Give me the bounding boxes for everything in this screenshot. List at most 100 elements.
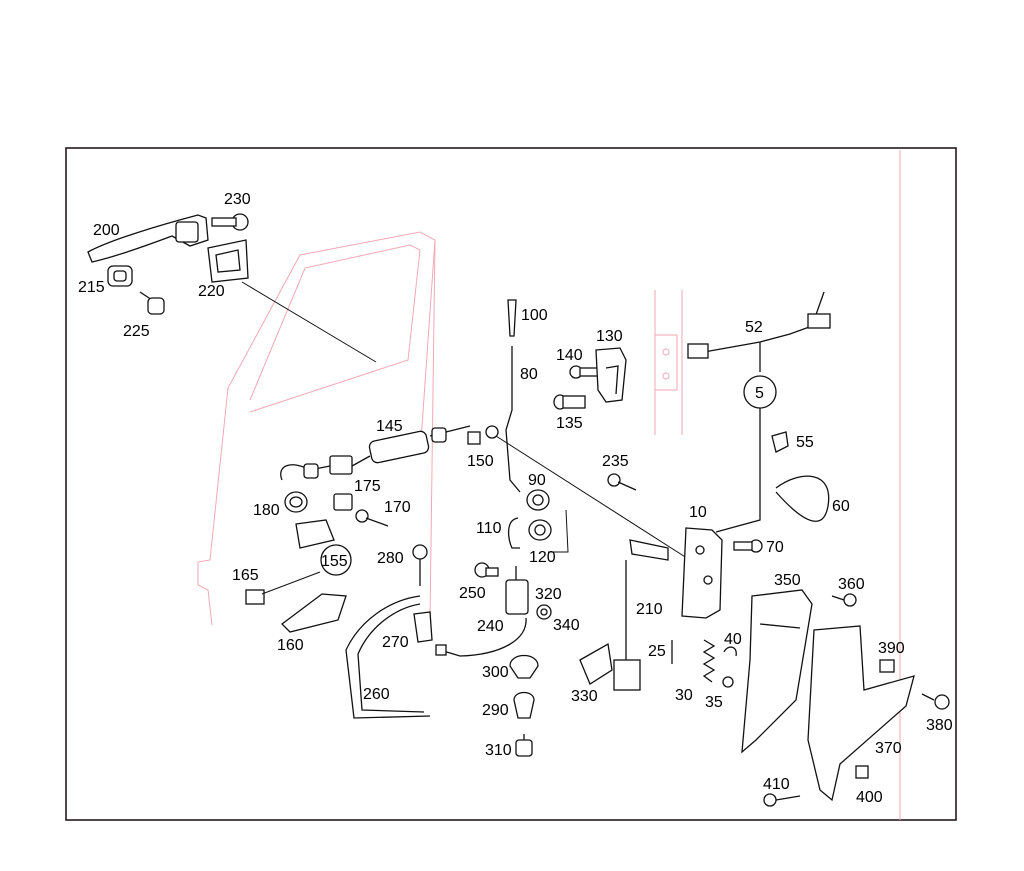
part-35 [722, 676, 734, 688]
label-270: 270 [382, 634, 409, 651]
label-25: 25 [648, 643, 666, 660]
strap-260 [345, 595, 431, 719]
label-70: 70 [766, 539, 784, 556]
grommet-290 [513, 691, 535, 719]
clip-270 [413, 611, 433, 643]
label-55: 55 [796, 434, 814, 451]
part-40 [723, 646, 737, 657]
label-380: 380 [926, 717, 953, 734]
label-400: 400 [856, 789, 883, 806]
washer-340 [536, 604, 552, 620]
callout-155 [320, 544, 352, 576]
label-235: 235 [602, 453, 629, 470]
bushing-120 [528, 519, 552, 541]
bushing-90 [526, 489, 550, 511]
cable-210 [613, 560, 641, 691]
wiring-harness-52 [687, 291, 831, 533]
nut-400 [855, 765, 869, 779]
label-280: 280 [377, 550, 404, 567]
label-90: 90 [528, 472, 546, 489]
label-130: 130 [596, 328, 623, 345]
label-100: 100 [521, 307, 548, 324]
clip-165 [245, 589, 265, 605]
grommet-300 [509, 654, 539, 679]
label-210: 210 [636, 601, 663, 618]
nut-390 [879, 659, 895, 673]
end-fitting-150 [467, 425, 499, 445]
rod-guide-line [548, 509, 569, 553]
label-360: 360 [838, 576, 865, 593]
spring-30 [702, 639, 716, 683]
button-100 [507, 299, 517, 337]
actuator-320 [505, 566, 529, 615]
handle-160 [281, 593, 347, 633]
plug-310 [515, 734, 533, 757]
label-40: 40 [724, 631, 742, 648]
wire-240 [435, 617, 527, 657]
label-35: 35 [705, 694, 723, 711]
pad-215 [107, 265, 133, 287]
label-230: 230 [224, 191, 251, 208]
label-200: 200 [93, 222, 120, 239]
label-180: 180 [253, 502, 280, 519]
bracket-330 [579, 642, 613, 685]
label-220: 220 [198, 283, 225, 300]
label-10: 10 [689, 504, 707, 521]
label-370: 370 [875, 740, 902, 757]
cable-guide-line [495, 435, 691, 561]
label-350: 350 [774, 572, 801, 589]
diagram-frame [65, 147, 957, 821]
screw-70 [733, 539, 763, 553]
screw-140 [569, 365, 599, 379]
label-80: 80 [520, 366, 538, 383]
screw-360 [831, 593, 857, 607]
clip-175 [333, 493, 353, 511]
label-150: 150 [467, 453, 494, 470]
label-390: 390 [878, 640, 905, 657]
label-145: 145 [376, 418, 403, 435]
label-5: 5 [755, 385, 764, 402]
label-225: 225 [123, 323, 150, 340]
bolt-225 [139, 291, 165, 315]
panel-350 [741, 589, 813, 754]
label-410: 410 [763, 776, 790, 793]
door-outline [197, 150, 901, 820]
clip-55 [771, 431, 789, 453]
label-215: 215 [78, 279, 105, 296]
clip-110 [507, 517, 520, 549]
screw-380 [921, 693, 950, 710]
label-140: 140 [556, 347, 583, 364]
label-310: 310 [485, 742, 512, 759]
screw-170 [355, 509, 389, 527]
part-labels: 5 10 25 30 35 40 52 55 60 70 80 90 100 1… [78, 191, 953, 806]
label-320: 320 [535, 586, 562, 603]
label-290: 290 [482, 702, 509, 719]
label-165: 165 [232, 567, 259, 584]
label-160: 160 [277, 637, 304, 654]
outer-door-handle [87, 214, 209, 263]
label-30: 30 [675, 687, 693, 704]
label-170: 170 [384, 499, 411, 516]
pin-135 [553, 394, 586, 410]
label-300: 300 [482, 664, 509, 681]
inner-handle-leader [261, 571, 321, 595]
label-250: 250 [459, 585, 486, 602]
label-340: 340 [553, 617, 580, 634]
screw-230 [211, 213, 249, 231]
label-120: 120 [529, 549, 556, 566]
screw-410 [763, 793, 801, 807]
screw-280 [412, 544, 428, 586]
callout-5 [743, 375, 777, 409]
inner-handle-155 [295, 519, 335, 549]
label-135: 135 [556, 415, 583, 432]
panel-370 [807, 625, 915, 802]
label-240: 240 [477, 618, 504, 635]
handle-leader [241, 281, 377, 363]
door-lock-10 [629, 527, 723, 619]
cable-145 [280, 425, 471, 481]
label-175: 175 [354, 478, 381, 495]
label-110: 110 [476, 520, 502, 537]
screw-235 [607, 473, 637, 491]
screw-250 [474, 562, 499, 578]
label-60: 60 [832, 498, 850, 515]
